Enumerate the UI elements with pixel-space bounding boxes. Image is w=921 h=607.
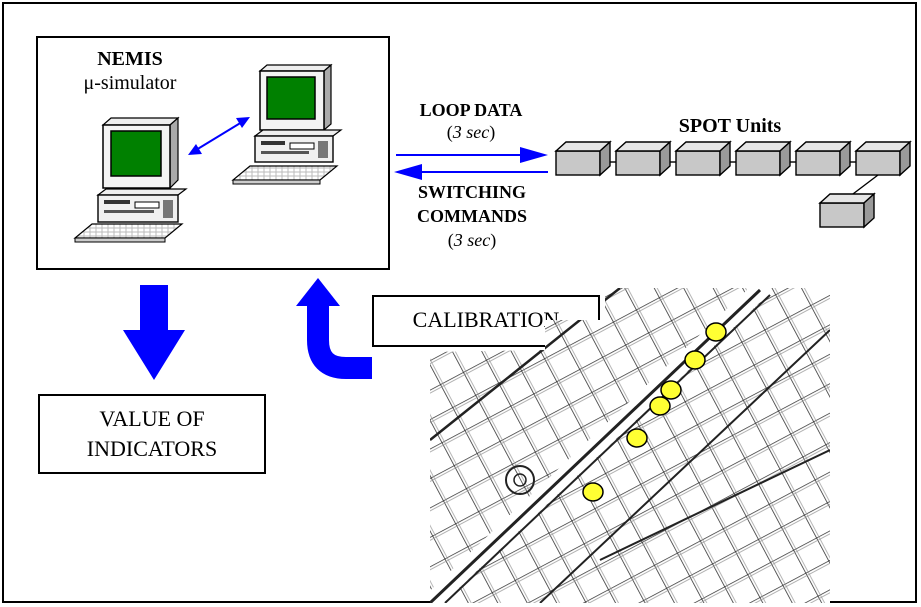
detector-marker: [705, 322, 727, 342]
detector-marker: [684, 350, 706, 370]
switching-period-value: 3 sec: [453, 230, 491, 250]
spot-units-label: SPOT Units: [678, 115, 782, 137]
nemis-title: NEMIS: [97, 48, 163, 70]
detector-marker: [660, 380, 682, 400]
nemis-subtitle: μ-simulator: [83, 72, 177, 94]
loop-data-period: (3 sec): [446, 122, 496, 142]
switching-commands-arrow: [394, 164, 548, 180]
loop-data-arrow: [396, 147, 548, 163]
output-arrow: [123, 285, 185, 380]
value-label-line2: INDICATORS: [86, 436, 218, 461]
value-label-line1: VALUE OF: [99, 406, 205, 431]
spot-units-chain: [554, 140, 912, 229]
computer-icon-left: [73, 116, 188, 243]
computer-icon-right: [231, 63, 343, 185]
detector-marker: [626, 428, 648, 448]
calibration-arrow: [296, 278, 372, 379]
loop-period-value: 3 sec: [452, 122, 490, 142]
detector-marker: [649, 396, 671, 416]
detector-markers: [582, 322, 727, 502]
switching-label-line1: SWITCHING: [417, 182, 527, 202]
calibration-label: CALIBRATION: [412, 307, 560, 332]
switching-label-line2: COMMANDS: [417, 206, 527, 226]
computer-link-arrow: [188, 117, 250, 155]
detector-marker: [582, 482, 604, 502]
road-network-map: [430, 288, 830, 603]
loop-data-label: LOOP DATA: [419, 100, 523, 120]
value-of-indicators-box: [38, 394, 266, 474]
switching-period: (3 sec): [447, 230, 497, 250]
